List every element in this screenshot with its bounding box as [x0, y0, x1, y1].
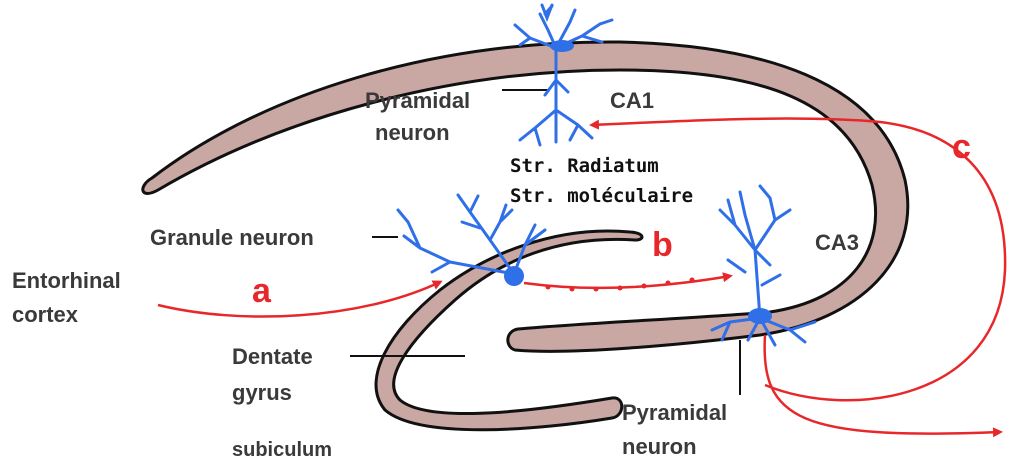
- label-path-c: c: [952, 128, 971, 166]
- label-dentate-1: Dentate: [232, 344, 313, 369]
- label-entorhinal-1: Entorhinal: [12, 268, 121, 293]
- pathway-b-arrow: [524, 276, 730, 288]
- label-path-b: b: [652, 226, 673, 264]
- label-pyramidal-bottom-2: neuron: [622, 434, 697, 459]
- label-pyramidal-bottom-1: Pyramidal: [622, 400, 727, 425]
- label-str-radiatum: Str. Radiatum: [510, 155, 659, 177]
- label-subiculum: subiculum: [232, 439, 332, 461]
- label-granule-neuron: Granule neuron: [150, 225, 314, 250]
- label-dentate-2: gyrus: [232, 380, 292, 405]
- label-path-a: a: [252, 272, 272, 310]
- pathway-a-arrow: [158, 282, 440, 317]
- label-str-moleculaire: Str. moléculaire: [510, 185, 693, 207]
- label-entorhinal-2: cortex: [12, 302, 79, 327]
- label-ca1: CA1: [610, 88, 654, 113]
- pathway-c-arrow: [765, 335, 1000, 434]
- label-pyramidal-top-2: neuron: [375, 120, 450, 145]
- label-ca3: CA3: [815, 230, 859, 255]
- label-pyramidal-top-1: Pyramidal: [365, 88, 470, 113]
